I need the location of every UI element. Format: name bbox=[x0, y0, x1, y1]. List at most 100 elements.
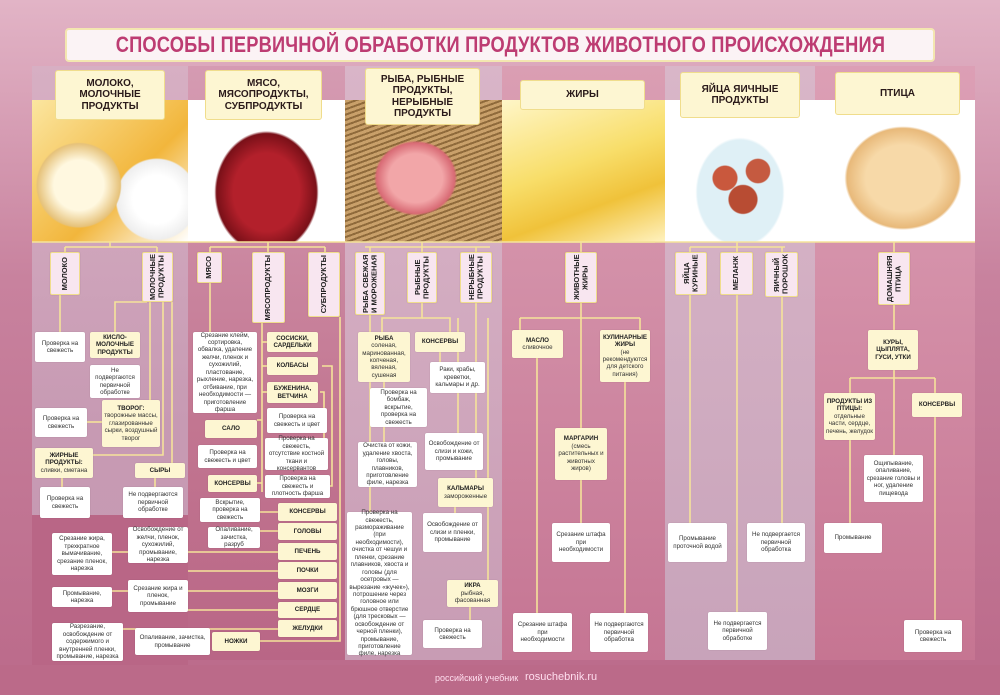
box-title: ПРОДУКТЫ ИЗ ПТИЦЫ: bbox=[826, 397, 873, 413]
box-text: Разрезание, освобождение от содержимого … bbox=[56, 623, 119, 661]
box-text: Проверка на свежесть bbox=[42, 415, 80, 430]
site-link[interactable]: rosuchebnik.ru bbox=[525, 671, 598, 683]
box-title: САЛО bbox=[221, 425, 240, 433]
box-text: замороженные bbox=[443, 492, 488, 500]
box-text: соленая, маринованная, копченая, вяленая… bbox=[362, 342, 406, 379]
meat-box-22: НОЖКИ bbox=[212, 632, 260, 651]
meat-box-5: КОЛБАСЫ bbox=[267, 357, 318, 375]
milk-box-6: ТВОРОГ:творожные массы, глазированные сы… bbox=[102, 400, 160, 447]
meat-box-6: БУЖЕНИНА, ВЕТЧИНА bbox=[267, 382, 318, 403]
eggs-box-3: Промывание проточной водой bbox=[668, 523, 727, 562]
box-text: Проверка на бомбаж, вскрытие, проверка н… bbox=[380, 388, 417, 426]
box-title: ПОЧКИ bbox=[296, 566, 319, 574]
meat-box-1: МЯСОПРОДУКТЫ bbox=[252, 252, 285, 323]
connector-line bbox=[93, 302, 164, 456]
box-title: БУЖЕНИНА, ВЕТЧИНА bbox=[273, 385, 312, 400]
box-text: сливки, сметана bbox=[40, 466, 88, 474]
fish-box-0: РЫБА СВЕЖАЯ И МОРОЖЕНАЯ bbox=[355, 252, 385, 315]
box-title: СУБПРОДУКТЫ bbox=[318, 255, 328, 314]
box-title: ЯИЧНЫЙ ПОРОШОК bbox=[772, 254, 790, 295]
box-text: рыбная, фасованная bbox=[454, 589, 491, 605]
box-title: МОЛОЧНЫЕ ПРОДУКТЫ bbox=[148, 253, 166, 301]
meat-box-15: Опаливание, зачистка, разруб bbox=[208, 526, 260, 548]
header-fats: ЖИРЫ bbox=[520, 80, 645, 110]
box-text: Срезание жира, трехкратное вымачивание, … bbox=[57, 535, 107, 573]
box-text: Проверка на свежесть и цвет bbox=[204, 449, 251, 464]
box-text: Не подвергается первичной обработка bbox=[751, 531, 800, 554]
header-milk: МОЛОКО, МОЛОЧНЫЕ ПРОДУКТЫ bbox=[55, 70, 165, 120]
box-title: КУРЫ, ЦЫПЛЯТА, ГУСИ, УТКИ bbox=[875, 338, 911, 361]
box-text: Опаливание, зачистка, промывание bbox=[139, 634, 206, 649]
box-text: Проверка на свежесть bbox=[914, 628, 952, 643]
milk-box-10: Не подвергаются первичной обработке bbox=[123, 487, 183, 518]
box-title: СОСИСКИ, САРДЕЛЬКИ bbox=[273, 334, 312, 349]
box-text: Срезание штафа при необходимости bbox=[556, 531, 606, 554]
meat-box-16: ГОЛОВЫ bbox=[278, 523, 337, 540]
box-text: Проверка на свежесть bbox=[41, 339, 79, 354]
box-text: сливочное bbox=[522, 344, 553, 351]
meat-box-21: ЖЕЛУДКИ bbox=[278, 620, 337, 637]
box-text: Освобождение от слизи и кожи, промывание bbox=[428, 440, 480, 463]
box-text: Промывание проточной водой bbox=[673, 535, 722, 550]
meat-box-2: СУБПРОДУКТЫ bbox=[308, 252, 340, 317]
box-text: (не рекомендуются для детского питания) bbox=[602, 348, 648, 378]
box-title: КИСЛО-МОЛОЧНЫЕ ПРОДУКТЫ bbox=[96, 333, 134, 356]
box-title: НОЖКИ bbox=[224, 637, 248, 645]
box-text: Проверка на свежесть bbox=[46, 495, 84, 510]
box-text: Не подвергаются первичной обработка bbox=[594, 621, 644, 644]
connector-line bbox=[422, 317, 451, 332]
box-title: КУЛИНАРНЫЕ ЖИРЫ bbox=[602, 333, 648, 349]
box-text: Не подвергаются первичной обработке bbox=[128, 491, 178, 514]
meat-box-17: ПЕЧЕНЬ bbox=[278, 543, 337, 560]
poultry-box-3: КОНСЕРВЫ bbox=[912, 393, 962, 417]
box-title: КОНСЕРВЫ bbox=[289, 508, 326, 516]
box-title: ГОЛОВЫ bbox=[293, 527, 322, 535]
box-text: Промывание, нарезка bbox=[62, 589, 102, 604]
box-title: ТВОРОГ: bbox=[117, 404, 145, 412]
box-text: Промывание bbox=[834, 534, 872, 542]
photo-butter bbox=[502, 100, 665, 242]
milk-box-3: КИСЛО-МОЛОЧНЫЕ ПРОДУКТЫ bbox=[90, 332, 140, 358]
box-title: ИКРА bbox=[464, 582, 481, 590]
box-title: РЫБА СВЕЖАЯ И МОРОЖЕНАЯ bbox=[360, 254, 378, 313]
offal_actions-box-3: Срезание жира и пленок, промывание bbox=[128, 580, 188, 612]
milk-box-2: Проверка на свежесть bbox=[35, 332, 85, 362]
milk-box-1: МОЛОЧНЫЕ ПРОДУКТЫ bbox=[142, 252, 173, 302]
box-title: ЖИВОТНЫЕ ЖИРЫ bbox=[571, 254, 589, 301]
box-title: РЫБА bbox=[374, 334, 394, 342]
fats-box-6: Не подвергаются первичной обработка bbox=[590, 613, 648, 652]
offal_actions-box-5: Опаливание, зачистка, промывание bbox=[135, 628, 210, 655]
box-title: РЫБНЫЕ ПРОДУКТЫ bbox=[412, 256, 430, 299]
poultry-box-1: КУРЫ, ЦЫПЛЯТА, ГУСИ, УТКИ bbox=[868, 330, 918, 370]
box-text: Освобождение от слизи и пленки, промыван… bbox=[427, 521, 478, 544]
connector-line bbox=[260, 317, 341, 642]
header-eggs: ЯЙЦА ЯИЧНЫЕ ПРОДУКТЫ bbox=[680, 72, 800, 118]
meat-box-10: Проверка на свежесть, отсутствие костной… bbox=[265, 435, 328, 472]
box-text: Срезание жира и пленок, промывание bbox=[133, 584, 183, 607]
box-text: Очистка от кожи, удаление хвоста, головы… bbox=[362, 442, 413, 487]
box-text: Раки, крабы, креветки, кальмары и др. bbox=[435, 366, 480, 389]
milk-box-0: МОЛОКО bbox=[50, 252, 80, 295]
meat-box-3: Срезание клейм, сортировка, обвалка, уда… bbox=[193, 332, 257, 413]
meat-box-19: МОЗГИ bbox=[278, 582, 337, 599]
box-text: Ощипывание, опаливание, срезание головы … bbox=[866, 459, 921, 497]
box-title: КОНСЕРВЫ bbox=[918, 401, 956, 409]
meat-box-18: ПОЧКИ bbox=[278, 562, 337, 579]
box-title: КОНСЕРВЫ bbox=[214, 479, 251, 487]
fish-box-10: Проверка на свежесть, размораживание (пр… bbox=[347, 509, 412, 657]
offal_actions-box-4: Разрезание, освобождение от содержимого … bbox=[52, 623, 123, 661]
poultry-box-4: Ощипывание, опаливание, срезание головы … bbox=[864, 455, 923, 502]
connector-line bbox=[114, 301, 147, 332]
offal_actions-box-2: Промывание, нарезка bbox=[52, 587, 112, 607]
eggs-box-4: Не подвергается первичной обработка bbox=[747, 523, 805, 562]
box-title: МАРГАРИН bbox=[563, 435, 599, 443]
meat-box-13: Вскрытие, проверка на свежесть bbox=[200, 498, 260, 522]
photo-meat bbox=[188, 100, 345, 242]
box-title: КОЛБАСЫ bbox=[276, 362, 309, 370]
fats-box-2: КУЛИНАРНЫЕ ЖИРЫ(не рекомендуются для дет… bbox=[600, 330, 650, 382]
eggs-box-0: ЯЙЦА КУРИНЫЕ bbox=[675, 252, 707, 295]
box-text: Срезание клейм, сортировка, обвалка, уда… bbox=[196, 331, 254, 413]
connector-line bbox=[381, 303, 423, 332]
